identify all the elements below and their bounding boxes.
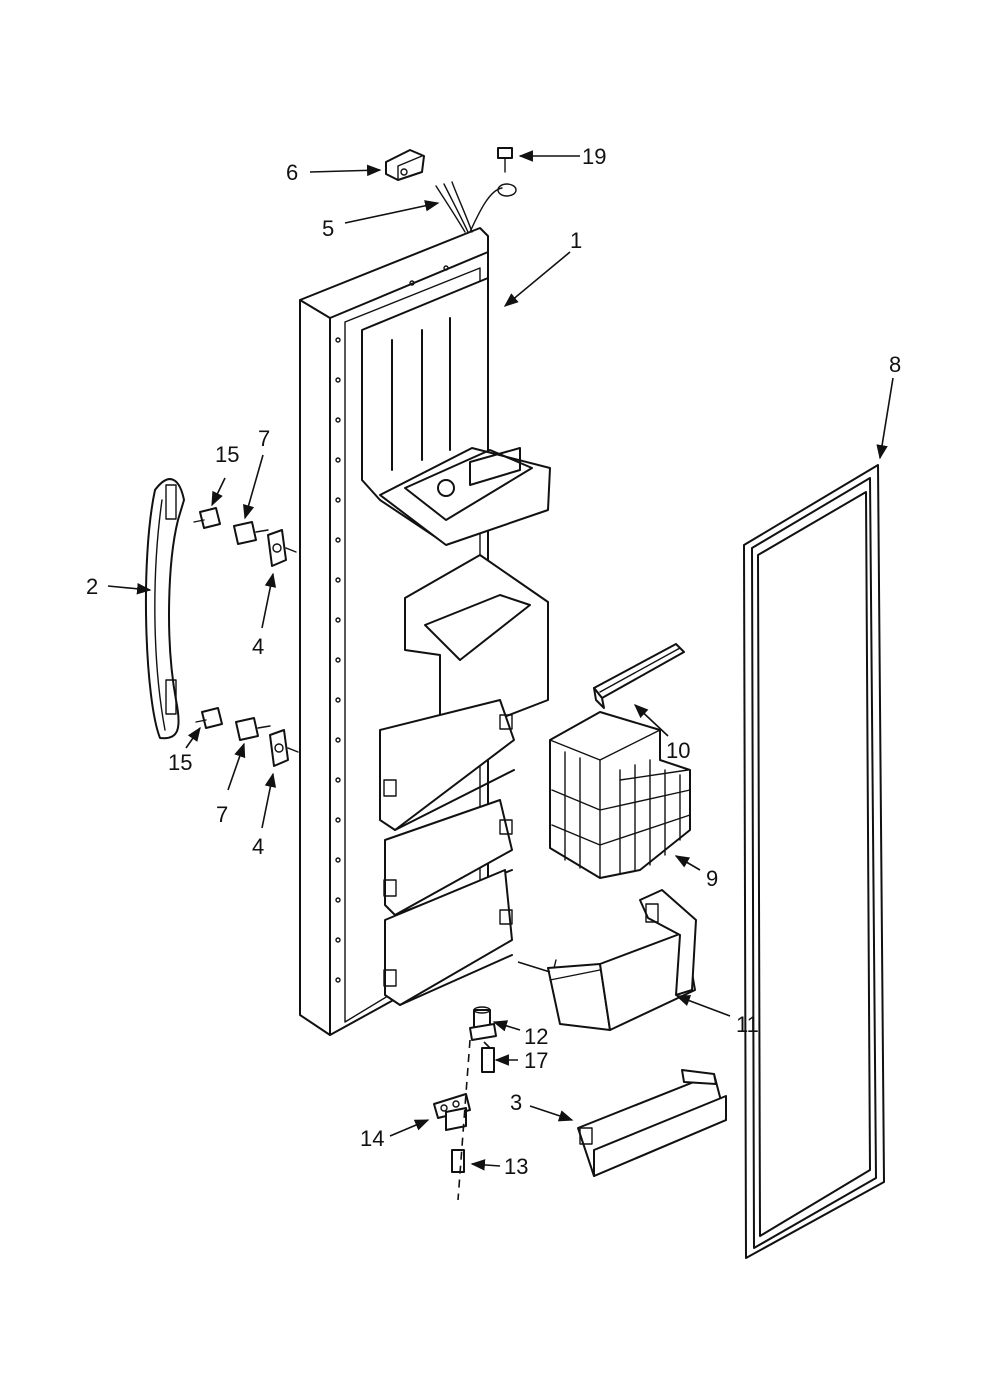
callout-19: 19 <box>582 144 606 169</box>
handle-part <box>144 478 185 740</box>
callout-8: 8 <box>889 352 901 377</box>
wire-harness-5-part <box>435 181 517 233</box>
door-gasket-8-part <box>743 464 885 1259</box>
callout-arrows <box>107 150 894 1171</box>
assembly-line-12 <box>483 1041 491 1049</box>
bin-11-part <box>547 889 697 1031</box>
screw-15-upper <box>193 507 221 529</box>
stud-7-upper <box>233 521 269 545</box>
trim-10-part <box>593 643 685 709</box>
connector-6-part <box>385 149 425 181</box>
callout-1: 1 <box>570 228 582 253</box>
callout-10: 10 <box>666 738 690 763</box>
callout-13: 13 <box>504 1154 528 1179</box>
callout-2: 2 <box>86 574 98 599</box>
hinge-bracket-14-part <box>433 1093 471 1131</box>
callout-12: 12 <box>524 1024 548 1049</box>
callout-15-upper: 15 <box>215 442 239 467</box>
hinge-pin-12-part <box>469 1006 497 1041</box>
callout-6: 6 <box>286 160 298 185</box>
callout-9: 9 <box>706 866 718 891</box>
screw-19-part <box>497 147 513 173</box>
callout-5: 5 <box>322 216 334 241</box>
callout-14: 14 <box>360 1126 384 1151</box>
door-panel-part <box>299 227 551 1036</box>
wire-basket-9-part <box>549 711 691 879</box>
callout-7-upper: 7 <box>258 426 270 451</box>
callout-4-upper: 4 <box>252 634 264 659</box>
callout-7-lower: 7 <box>216 802 228 827</box>
door-bin-3-part <box>577 1069 727 1177</box>
callout-17: 17 <box>524 1048 548 1073</box>
callout-4-lower: 4 <box>252 834 264 859</box>
callout-3: 3 <box>510 1090 522 1115</box>
callout-15-lower: 15 <box>168 750 192 775</box>
callout-labels: 1 2 3 4 4 5 6 7 7 8 9 10 11 12 13 14 15 … <box>86 144 901 1179</box>
stud-7-lower <box>235 717 271 741</box>
bracket-4-upper <box>267 529 297 567</box>
assembly-guide-line <box>457 1039 471 1201</box>
screw-15-lower <box>195 707 223 729</box>
screw-17-part <box>481 1047 495 1073</box>
callout-11: 11 <box>736 1012 759 1037</box>
bracket-4-lower <box>269 729 299 767</box>
assembly-line-11 <box>517 961 551 973</box>
